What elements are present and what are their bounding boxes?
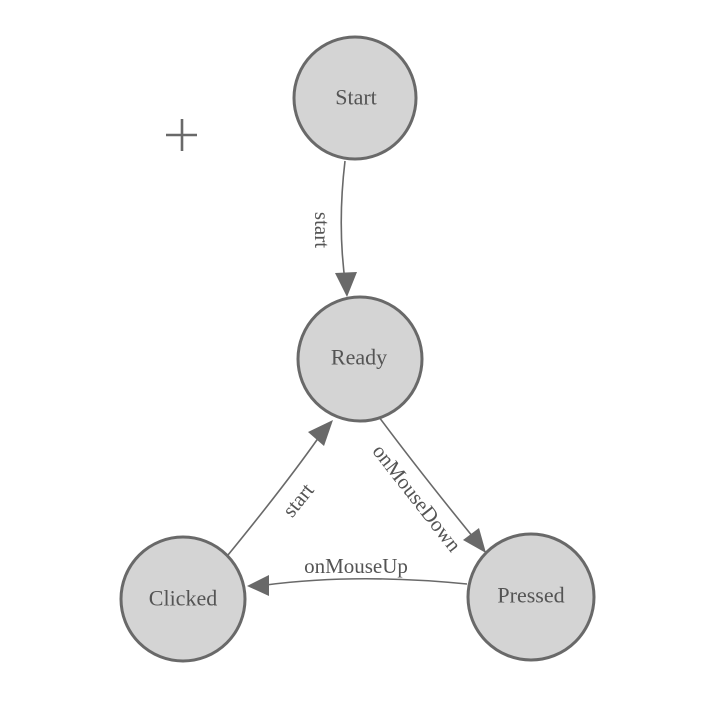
edge-line[interactable] [340,160,347,289]
edge-label: onMouseUp [304,554,408,578]
state-node-ready[interactable]: Ready [296,295,424,423]
arrowhead-icon [247,575,269,596]
arrowhead-icon [463,528,486,553]
state-node-label: Ready [331,345,387,370]
transition-edge-clicked-to-ready[interactable]: start [227,420,333,556]
edge-line[interactable] [378,416,474,538]
edge-label: start [310,212,334,248]
state-node-clicked[interactable]: Clicked [119,535,247,663]
edge-line[interactable] [265,577,468,586]
state-node-label: Clicked [149,586,217,611]
edge-line[interactable] [227,436,320,556]
state-node-circle[interactable] [119,535,247,663]
arrowhead-icon [335,272,357,297]
state-node-circle[interactable] [296,295,424,423]
state-node-pressed[interactable]: Pressed [466,532,596,662]
state-node-start[interactable]: Start [292,35,418,161]
state-node-circle[interactable] [292,35,418,161]
transition-edge-ready-to-pressed[interactable]: onMouseDown [368,416,486,557]
plus-crosshair-icon [166,119,197,151]
state-node-label: Pressed [497,583,564,608]
transition-edge-pressed-to-clicked[interactable]: onMouseUp [247,554,468,596]
transition-edge-start-to-ready[interactable]: start [310,160,357,297]
state-node-label: Start [335,85,377,110]
edge-label: onMouseDown [368,440,467,557]
arrowhead-icon [308,420,333,446]
state-node-circle[interactable] [466,532,596,662]
